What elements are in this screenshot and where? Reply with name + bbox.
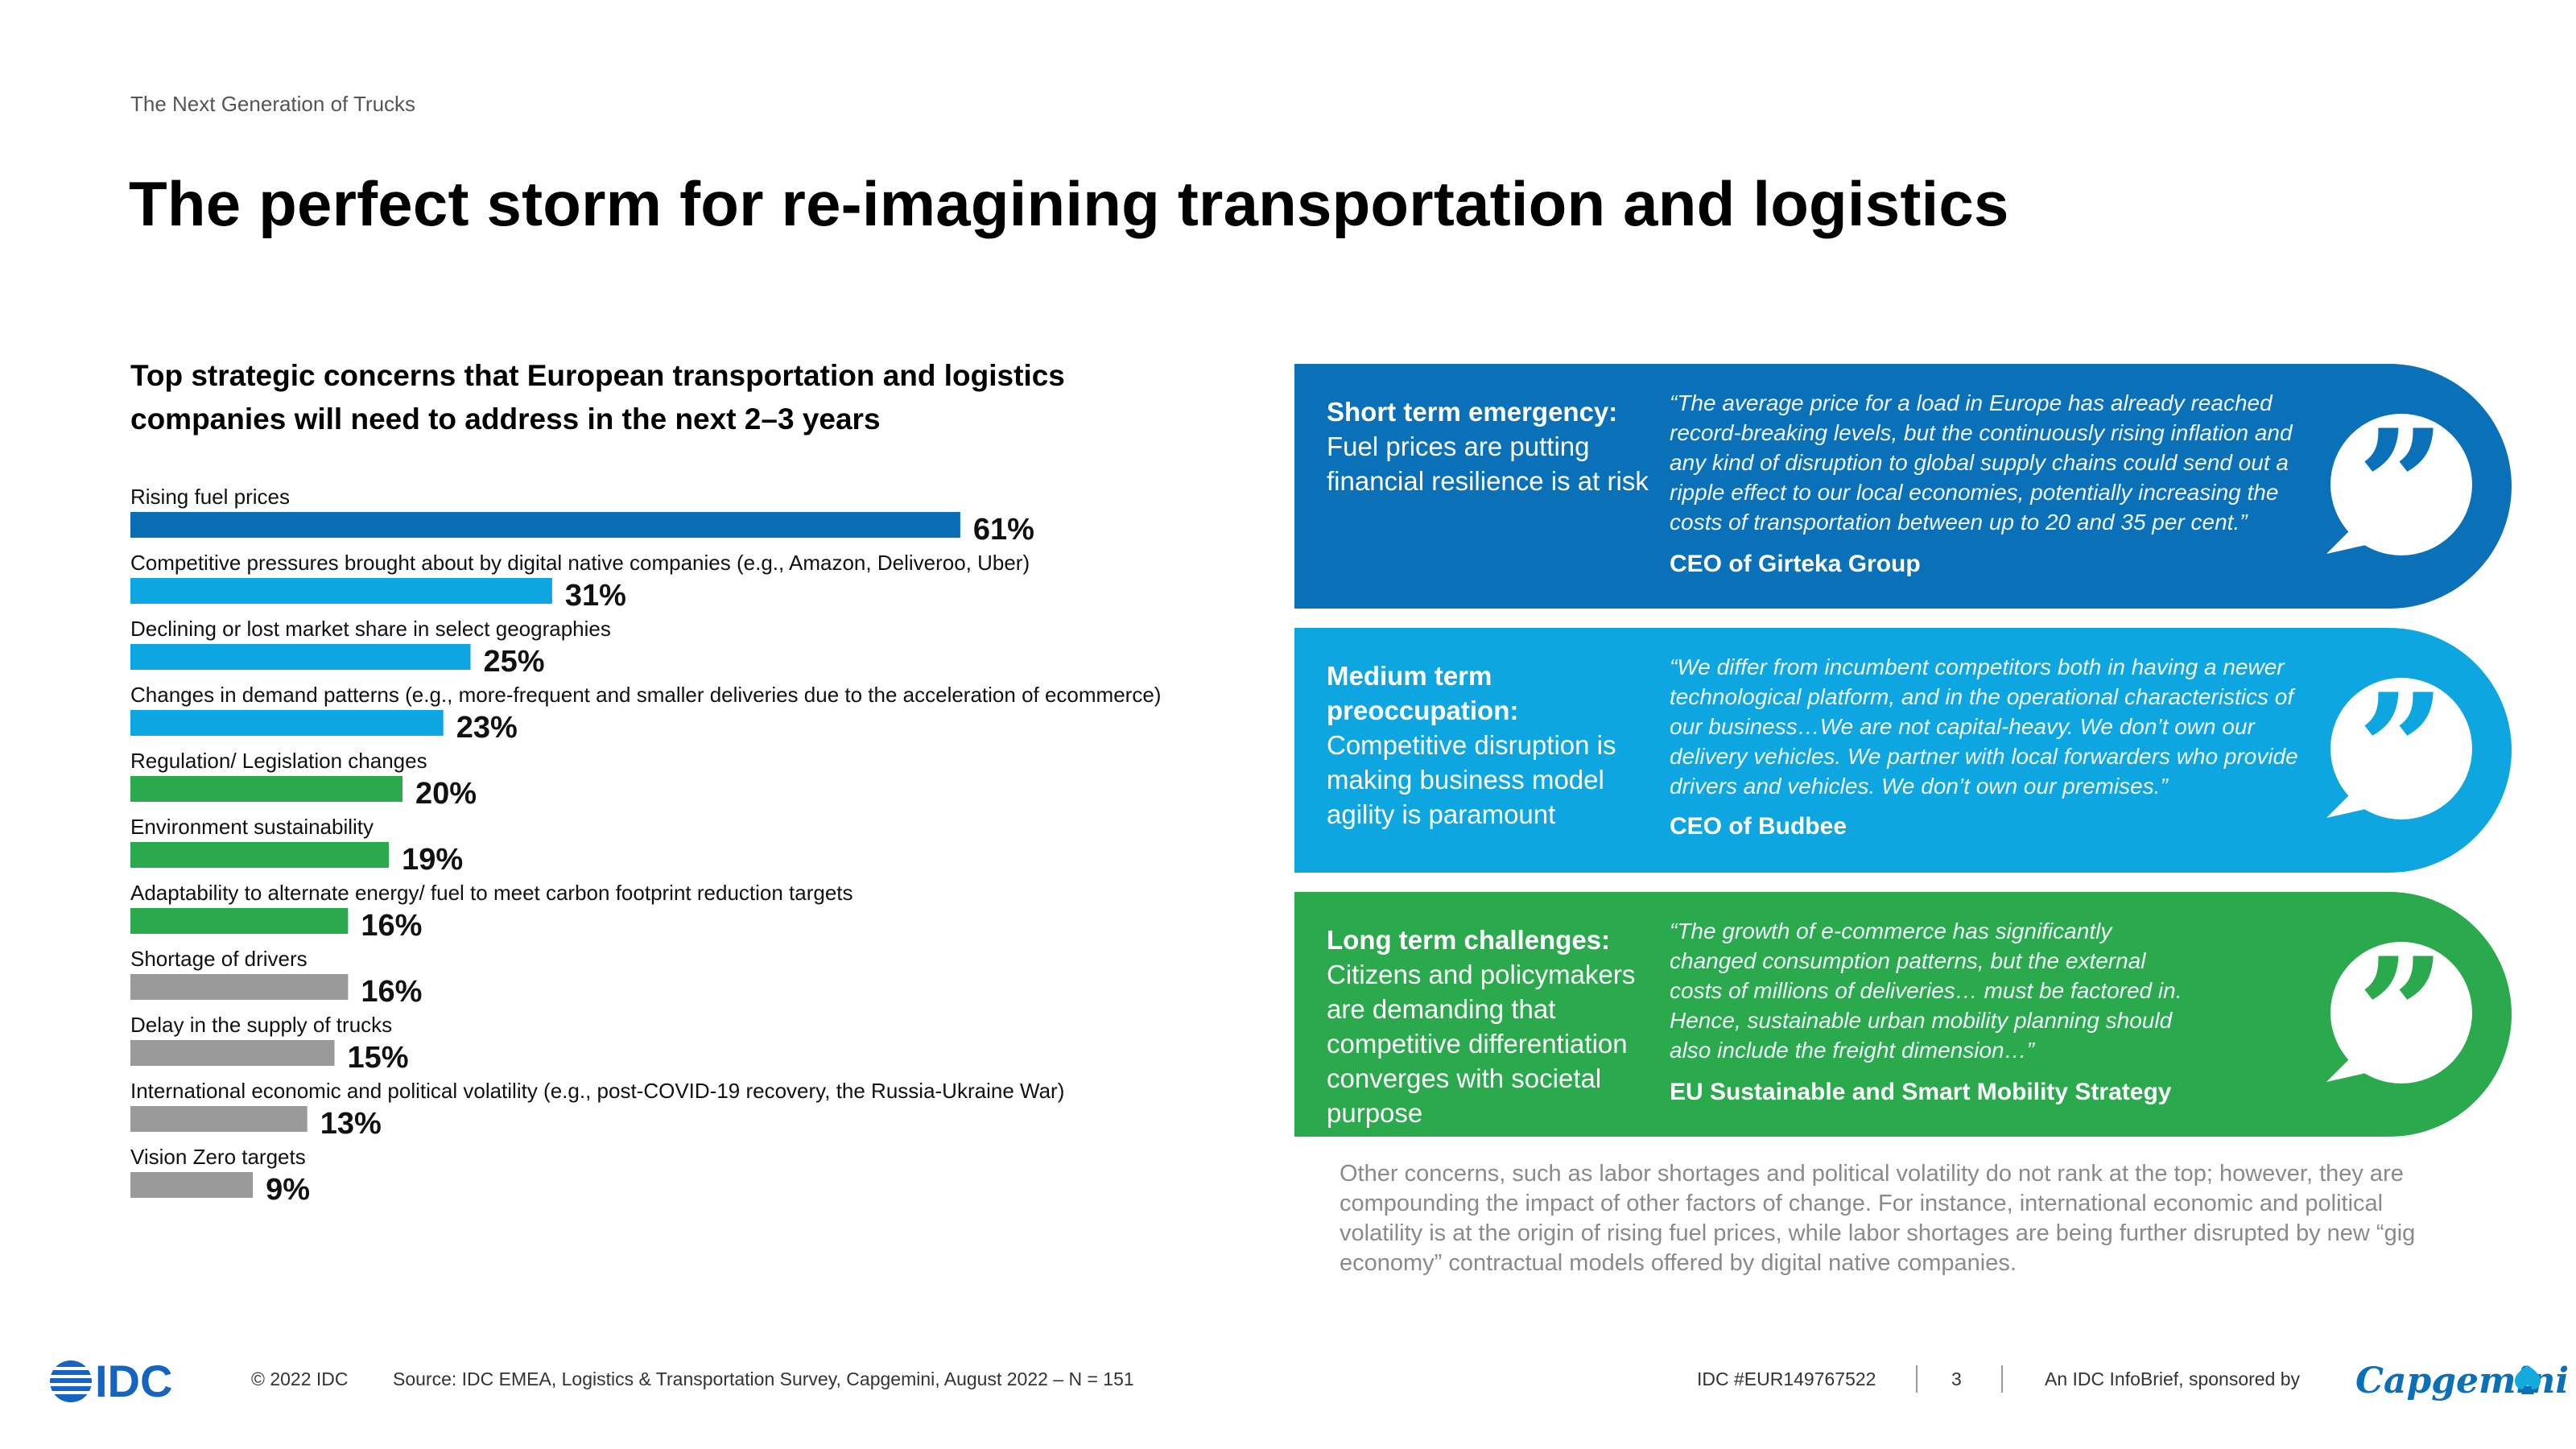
card-long-term-text: Citizens and policymakers are demanding … — [1327, 960, 1636, 1128]
bar-category-label: Environment sustainability — [130, 815, 374, 839]
card-short-term-heading: Short term emergency: — [1327, 397, 1618, 427]
copyright: © 2022 IDC — [251, 1368, 349, 1389]
footer-divider — [1916, 1365, 1918, 1393]
quote-bubble-icon: ” — [2326, 411, 2472, 564]
document-id: IDC #EUR149767522 — [1697, 1368, 1876, 1389]
sponsor-text: An IDC InfoBrief, sponsored by — [2045, 1368, 2301, 1389]
card-medium-term-text: Competitive disruption is making busines… — [1327, 730, 1616, 829]
page-number: 3 — [1951, 1368, 1962, 1389]
card-long-term-source: EU Sustainable and Smart Mobility Strate… — [1670, 1079, 2172, 1105]
bar — [130, 908, 349, 934]
bar — [130, 578, 552, 604]
card-short-term-text: Fuel prices are putting financial resili… — [1327, 431, 1649, 496]
card-short-term: Short term emergency: Fuel prices are pu… — [1294, 364, 2512, 609]
idc-logo: IDC — [48, 1356, 185, 1406]
quote-bubble-icon: ” — [2326, 939, 2472, 1092]
bar — [130, 974, 349, 1000]
bar-chart: Rising fuel prices 61% Competitive pressur… — [130, 485, 1161, 1207]
card-medium-term: Medium term preoccupation: Competitive d… — [1294, 628, 2512, 873]
bar-category-label: Changes in demand patterns (e.g., more-f… — [130, 683, 1161, 707]
svg-text:”: ” — [2357, 939, 2445, 1092]
bar-category-label: Competitive pressures brought about by d… — [130, 551, 1030, 575]
card-long-term: Long term challenges: Citizens and polic… — [1294, 892, 2512, 1137]
bar — [130, 644, 471, 670]
capgemini-spade-icon — [2514, 1365, 2541, 1394]
bar-value-label: 25% — [484, 645, 545, 679]
card-short-term-quote: “The average price for a load in Europe … — [1670, 390, 2293, 535]
bar-category-label: Rising fuel prices — [130, 485, 290, 509]
bar-value-label: 13% — [320, 1107, 382, 1141]
card-long-term-heading: Long term challenges: — [1327, 925, 1611, 955]
bar — [130, 1040, 335, 1066]
bar-value-label: 15% — [348, 1041, 409, 1075]
capgemini-logo: Capgemini — [2355, 1356, 2569, 1404]
bar — [130, 842, 390, 868]
card-medium-term-quote: “We differ from incumbent competitors bo… — [1670, 654, 2298, 799]
bar-value-label: 31% — [565, 579, 626, 613]
bar-value-label: 16% — [361, 909, 422, 943]
note-paragraph: Other concerns, such as labor shortages … — [1340, 1161, 2416, 1276]
bar — [130, 776, 402, 802]
idc-globe-icon — [50, 1360, 92, 1402]
bar-category-label: Delay in the supply of trucks — [130, 1013, 392, 1037]
bar — [130, 1172, 254, 1198]
bar-category-label: Declining or lost market share in select… — [130, 617, 611, 641]
quote-bubble-icon: ” — [2326, 675, 2472, 828]
card-short-term-source: CEO of Girteka Group — [1670, 551, 1921, 577]
bar-value-label: 20% — [415, 777, 477, 811]
svg-text:”: ” — [2357, 411, 2445, 564]
bar-category-label: Adaptability to alternate energy/ fuel t… — [130, 881, 853, 905]
bar-value-label: 9% — [266, 1173, 310, 1207]
svg-text:”: ” — [2357, 675, 2445, 828]
idc-logo-text: IDC — [95, 1356, 173, 1406]
page-title: The perfect storm for re-imagining trans… — [129, 168, 2009, 239]
bar-value-label: 61% — [973, 513, 1034, 547]
card-medium-term-source: CEO of Budbee — [1670, 813, 1847, 840]
bar-value-label: 19% — [402, 843, 463, 877]
bar-category-label: Vision Zero targets — [130, 1145, 306, 1169]
bar-category-label: Shortage of drivers — [130, 947, 308, 971]
bar-category-label: Regulation/ Legislation changes — [130, 749, 427, 773]
card-long-term-quote: “The growth of e-commerce has significan… — [1670, 919, 2182, 1063]
footer-divider — [2001, 1365, 2003, 1393]
subheader: The Next Generation of Trucks — [130, 92, 416, 116]
bar — [130, 1106, 308, 1132]
bar — [130, 710, 444, 736]
bar-value-label: 23% — [456, 711, 518, 745]
card-medium-term-heading: Medium term preoccupation: — [1327, 661, 1519, 725]
bar-category-label: International economic and political vol… — [130, 1079, 1064, 1103]
chart-heading: Top strategic concerns that European tra… — [130, 359, 1065, 436]
bar — [130, 512, 960, 538]
bar-value-label: 16% — [361, 975, 422, 1009]
source-note: Source: IDC EMEA, Logistics & Transporta… — [393, 1368, 1134, 1389]
